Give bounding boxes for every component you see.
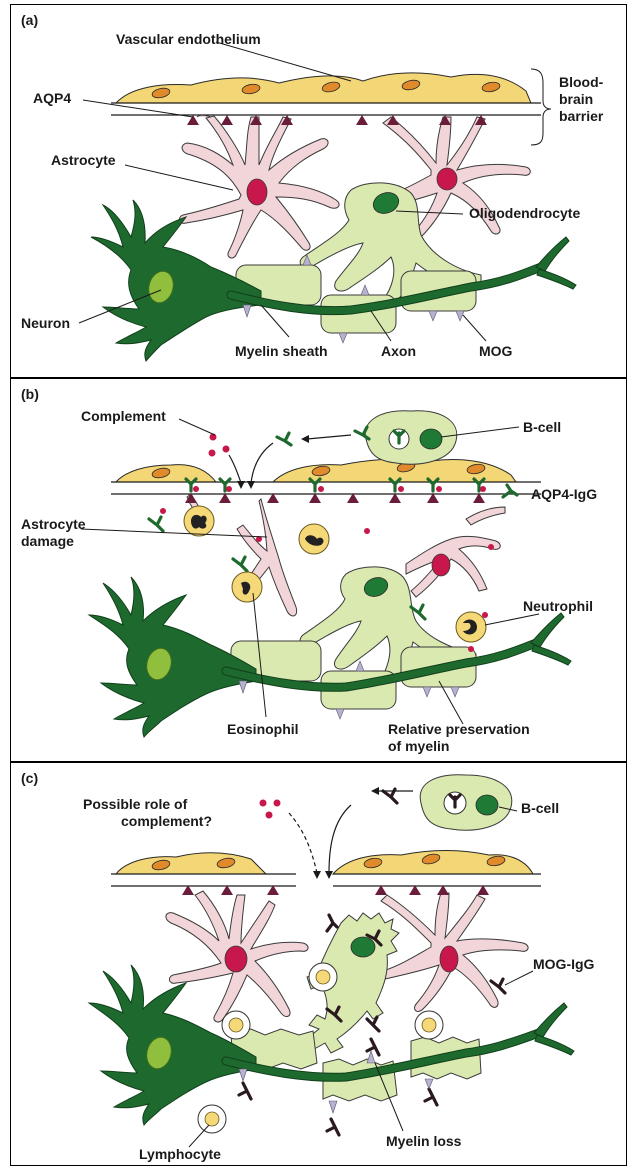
label-astrocyte: Astrocyte [51, 152, 116, 168]
astrocyte-left [166, 891, 308, 1022]
bcell-arrow [307, 435, 351, 439]
label-bbb-line2: brain [559, 91, 593, 107]
label-relative-preservation-1: Relative preservation [388, 721, 530, 737]
label-axon: Axon [381, 343, 416, 359]
myelin-segments-damaged [231, 1029, 481, 1101]
complement-molecules [260, 800, 281, 819]
label-aqp4: AQP4 [33, 90, 71, 106]
vascular-endothelium [116, 73, 531, 103]
vascular-endothelium [116, 459, 516, 482]
aqp4-channels [187, 115, 487, 125]
label-mog-igg: MOG-IgG [533, 956, 595, 972]
label-neuron: Neuron [21, 315, 70, 331]
damaged-astrocyte-right [406, 507, 505, 597]
panel-a: (a) Vascular endothelium Blood- brain ba… [10, 4, 627, 378]
panel-a-tag: (a) [21, 12, 38, 28]
leader-lymphocyte [189, 1125, 209, 1147]
label-mog: MOG [479, 343, 513, 359]
b-cell [420, 775, 512, 830]
panel-b-tag: (b) [21, 386, 39, 402]
leader-neutrophil [485, 614, 539, 625]
leader-complement [179, 419, 215, 435]
label-possible-role-1: Possible role of [83, 796, 188, 812]
bbb-bracket [531, 69, 551, 145]
label-myelin-loss: Myelin loss [386, 1133, 462, 1149]
label-neutrophil: Neutrophil [523, 598, 593, 614]
label-oligodendrocyte: Oligodendrocyte [469, 205, 580, 221]
label-lymphocyte: Lymphocyte [139, 1146, 221, 1162]
neuron [89, 577, 571, 737]
panel-c: (c) Possible role of complement? B-cell … [10, 762, 627, 1166]
label-astrocyte-damage-2: damage [21, 533, 74, 549]
label-bbb-line3: barrier [559, 108, 604, 124]
complement-arrow [289, 813, 317, 873]
label-vascular-endothelium: Vascular endothelium [116, 31, 261, 47]
label-bbb-line1: Blood- [559, 74, 604, 90]
label-possible-role-2: complement? [121, 813, 212, 829]
neuron [91, 200, 576, 361]
leader-vascular-endothelium [216, 42, 351, 81]
panel-b-illustration: (b) Complement B-cell AQP4-IgG Astrocyte… [11, 379, 627, 762]
panel-b: (b) Complement B-cell AQP4-IgG Astrocyte… [10, 378, 627, 762]
panel-c-illustration: (c) Possible role of complement? B-cell … [11, 763, 627, 1166]
b-cell [365, 411, 457, 464]
antibody-arrow [251, 443, 273, 483]
leader-mog-igg [505, 971, 533, 985]
label-b-cell: B-cell [521, 800, 559, 816]
leader-mog [463, 315, 486, 341]
leader-astrocyte [125, 165, 233, 190]
label-relative-preservation-2: of myelin [388, 738, 449, 754]
panel-c-tag: (c) [21, 770, 38, 786]
vascular-endothelium [116, 851, 533, 875]
label-myelin-sheath: Myelin sheath [235, 343, 328, 359]
label-aqp4-igg: AQP4-IgG [531, 486, 597, 502]
label-b-cell: B-cell [523, 419, 561, 435]
label-eosinophil: Eosinophil [227, 721, 299, 737]
astrocyte-left [179, 115, 339, 258]
label-complement: Complement [81, 408, 166, 424]
label-astrocyte-damage-1: Astrocyte [21, 516, 86, 532]
panel-a-illustration: (a) Vascular endothelium Blood- brain ba… [11, 5, 627, 378]
